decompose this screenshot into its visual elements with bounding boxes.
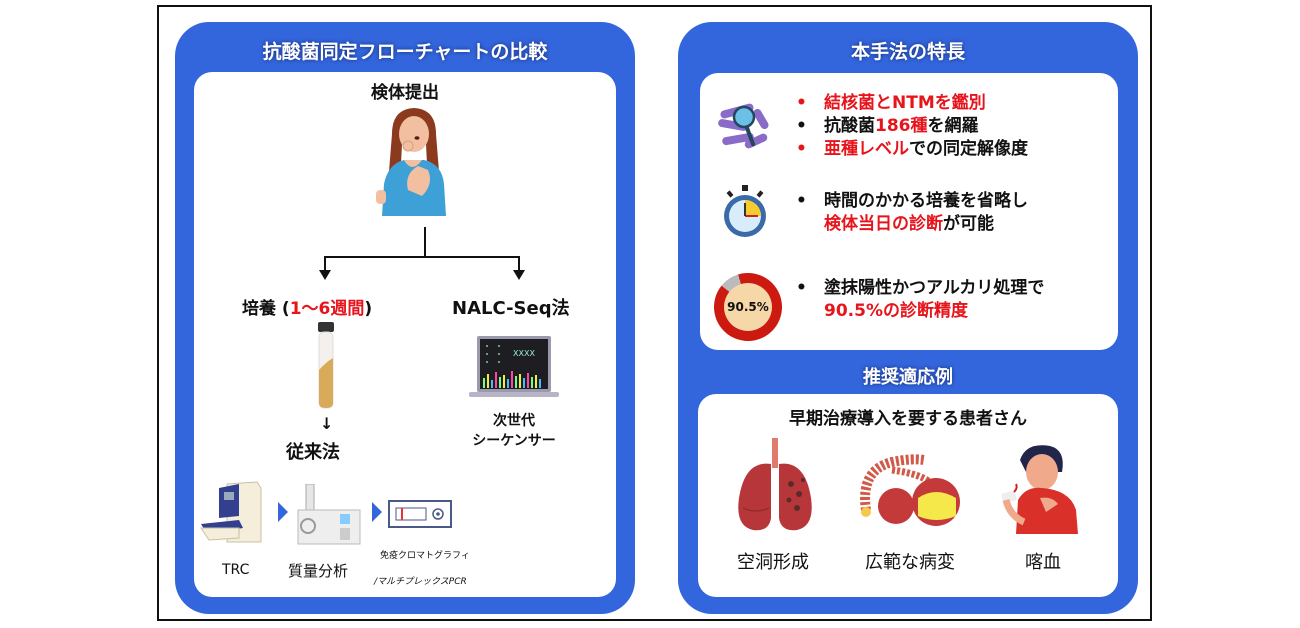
patient-specimen-icon <box>376 108 446 216</box>
donut-value: 90.5% <box>727 300 769 314</box>
trc-analyzer-icon <box>200 481 262 543</box>
feature-text: 塗抹陽性かつアルカリ処理で <box>824 278 1045 298</box>
bronchiole-lesion-icon <box>860 454 960 526</box>
arrow-down-small-icon: ↓ <box>320 414 334 433</box>
feature-bullet-3: • 亜種レベルでの同定解像度 <box>796 139 1028 160</box>
chevron-right-icon <box>372 502 382 522</box>
arrow-down-icon <box>513 270 525 280</box>
sequencer-label-line1: 次世代 <box>493 413 535 429</box>
bullet-dot: • <box>796 139 807 159</box>
svg-text:XXXX: XXXX <box>513 349 535 358</box>
feature-text: 抗酸菌 <box>824 116 875 136</box>
immuno-label-line2: /マルチプレックスPCR <box>374 577 467 587</box>
mass-spec-label: 質量分析 <box>288 562 349 580</box>
features-panel: 本手法の特長 • 結核菌とNTMを鑑別 • 抗酸菌186種を網羅 • 亜種レベルでの同… <box>678 22 1138 614</box>
culture-label: 培養 ( <box>242 299 290 319</box>
conventional-method-label: 従来法 <box>286 442 340 463</box>
bullet-dot: • <box>796 116 807 136</box>
feature-bullet-1: • 結核菌とNTMを鑑別 <box>796 93 986 114</box>
sequencer-label-line2: シーケンサー <box>472 433 556 449</box>
feature-text: 結核菌とNTMを鑑別 <box>824 93 986 113</box>
next-gen-sequencer-icon: XXXX <box>469 336 559 397</box>
feature-text: を網羅 <box>927 116 979 136</box>
feature-highlight: 186種 <box>875 116 928 136</box>
feature-text: が可能 <box>943 214 994 234</box>
feature-bullet-2: • 抗酸菌186種を網羅 <box>796 116 979 137</box>
feature-accuracy-line1: • 塗抹陽性かつアルカリ処理で <box>796 278 1044 299</box>
features-panel-title: 本手法の特長 <box>850 41 965 63</box>
case-label-cavity: 空洞形成 <box>737 552 809 573</box>
chevron-right-icon <box>278 502 288 522</box>
flowchart-panel: 抗酸菌同定フローチャートの比較 検体提出 培養 (1〜6週間) NALC-Seq… <box>175 22 635 614</box>
immuno-label-line1: 免疫クロマトグラフィ <box>380 551 470 561</box>
nalc-seq-label: NALC-Seq法 <box>452 298 570 319</box>
case-label-hemoptysis: 喀血 <box>1025 552 1061 573</box>
recommended-title: 推奨適応例 <box>863 367 953 388</box>
recommended-heading: 早期治療導入を要する患者さん <box>789 409 1027 429</box>
culture-branch-label: 培養 (1〜6週間) <box>242 294 372 319</box>
immunochromatography-strip-icon <box>388 500 452 528</box>
arrow-down-icon <box>319 270 331 280</box>
feature-highlight: 亜種レベル <box>824 139 909 159</box>
specimen-label: 検体提出 <box>371 83 439 103</box>
culture-label-suffix: ) <box>364 299 373 319</box>
culture-tube-icon <box>318 322 334 409</box>
feature-text: での同定解像度 <box>909 139 1028 159</box>
bacteria-magnifier-icon <box>715 96 773 154</box>
feature-time-line2: 検体当日の診断が可能 <box>824 214 994 235</box>
flow-line-vertical <box>424 227 426 257</box>
case-label-extensive: 広範な病変 <box>865 552 955 573</box>
flowchart-body: 検体提出 培養 (1〜6週間) NALC-Seq法 <box>194 72 616 597</box>
culture-duration: 1〜6週間 <box>289 299 365 319</box>
features-body: • 結核菌とNTMを鑑別 • 抗酸菌186種を網羅 • 亜種レベルでの同定解像度 • 時… <box>700 73 1118 350</box>
bullet-dot: • <box>796 93 807 113</box>
feature-time-line1: • 時間のかかる培養を省略し <box>796 191 1028 212</box>
mass-spectrometer-icon <box>297 484 361 545</box>
feature-text: 時間のかかる培養を省略し <box>824 191 1028 211</box>
flowchart-panel-title: 抗酸菌同定フローチャートの比較 <box>262 41 548 63</box>
stopwatch-icon <box>724 185 766 237</box>
bullet-dot: • <box>796 278 807 298</box>
feature-highlight: 検体当日の診断 <box>824 214 943 234</box>
feature-accuracy-line2: 90.5%の診断精度 <box>824 301 968 321</box>
trc-label: TRC <box>222 562 250 578</box>
flow-line-horizontal <box>324 256 520 258</box>
flow-line-right-drop <box>518 256 520 272</box>
bullet-dot: • <box>796 191 807 211</box>
flow-line-left-drop <box>324 256 326 272</box>
recommended-body: 早期治療導入を要する患者さん 空洞形成 <box>698 394 1118 597</box>
accuracy-donut-icon: 90.5% <box>705 264 791 350</box>
lungs-cavity-icon <box>738 438 812 531</box>
hemoptysis-patient-icon <box>1001 445 1078 534</box>
